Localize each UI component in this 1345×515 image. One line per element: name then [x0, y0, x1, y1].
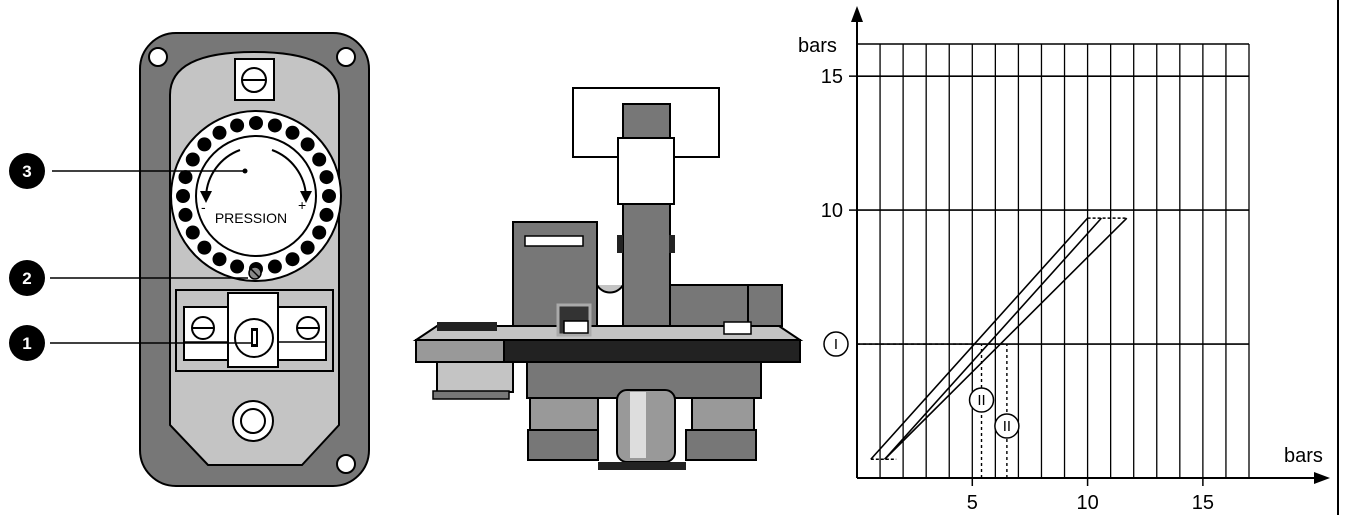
series-line: [884, 217, 1128, 460]
mounting-hole-top-left: [148, 47, 168, 67]
series-line: [870, 217, 1089, 460]
dial-dot: [300, 240, 315, 255]
dial-dot: [230, 259, 245, 274]
dial-dot: [178, 207, 193, 222]
dial-dot: [322, 189, 336, 203]
mounting-hole-top-right: [336, 47, 356, 67]
chart-grid: [857, 43, 1250, 478]
dial-dot: [312, 225, 327, 240]
right-housing-box: [669, 284, 749, 327]
dial-dot: [267, 118, 282, 133]
marker-label-x: II: [1003, 418, 1011, 435]
marker-circle-y: [823, 331, 849, 357]
dial-dot: [312, 152, 327, 167]
marker-label-y: I: [834, 336, 838, 353]
dial-dot: [178, 170, 193, 185]
x-axis-label: bars: [1284, 445, 1323, 467]
dial-arrow-right: [271, 149, 307, 197]
chart-ticks: 5 10 15 15 10: [821, 66, 1214, 514]
callout-3: 3: [9, 153, 45, 189]
pressure-switch-side-view: [412, 87, 804, 470]
left-fitting: [436, 361, 514, 393]
y-tick-label: 15: [821, 66, 843, 88]
marker-label-x: II: [977, 392, 985, 409]
dial-dot: [230, 118, 245, 133]
callout-2-label: 2: [22, 269, 31, 288]
x-tick-label: 10: [1076, 492, 1098, 514]
dial-minus-label: -: [201, 199, 206, 215]
dial-arrow-left: [205, 149, 241, 197]
dial-dot: [197, 240, 212, 255]
dial-dot: [319, 207, 334, 222]
adjustment-dial-face: [195, 135, 317, 257]
x-tick-label: 5: [967, 492, 978, 514]
dial-dot: [212, 252, 227, 267]
callout-3-label: 3: [22, 162, 31, 181]
chart-series: [870, 217, 1128, 461]
y-tick-label: 10: [821, 200, 843, 222]
series-line: [884, 217, 1103, 460]
dial-dot: [300, 137, 315, 152]
y-axis-label: bars: [798, 35, 837, 57]
dial-dot: [267, 259, 282, 274]
dial-plus-label: +: [298, 197, 306, 213]
dial-dot: [197, 137, 212, 152]
dial-dot: [212, 125, 227, 140]
callout-1-label: 1: [22, 334, 31, 353]
dial-dot: [185, 152, 200, 167]
mounting-hole-bottom-right: [336, 454, 356, 474]
dial-dots: [176, 116, 336, 276]
dial-dot: [249, 116, 263, 130]
marker-circle-x: [968, 387, 995, 413]
x-tick-label: 15: [1192, 492, 1214, 514]
stem-collar: [617, 137, 675, 205]
dial-dot: [319, 170, 334, 185]
dial-dot: [185, 225, 200, 240]
dial-pression-label: PRESSION: [215, 210, 287, 226]
pressure-switch-panel: - + PRESSION 3 2 1: [9, 32, 370, 487]
marker-circle-x: [994, 413, 1020, 439]
dial-dot: [176, 189, 190, 203]
dial-dot: [285, 125, 300, 140]
y-axis-arrow: [851, 6, 863, 22]
callout-1: 1: [9, 325, 45, 361]
callout-2: 2: [9, 260, 45, 296]
dial-dot: [285, 252, 300, 267]
x-axis-arrow: [1314, 472, 1330, 484]
